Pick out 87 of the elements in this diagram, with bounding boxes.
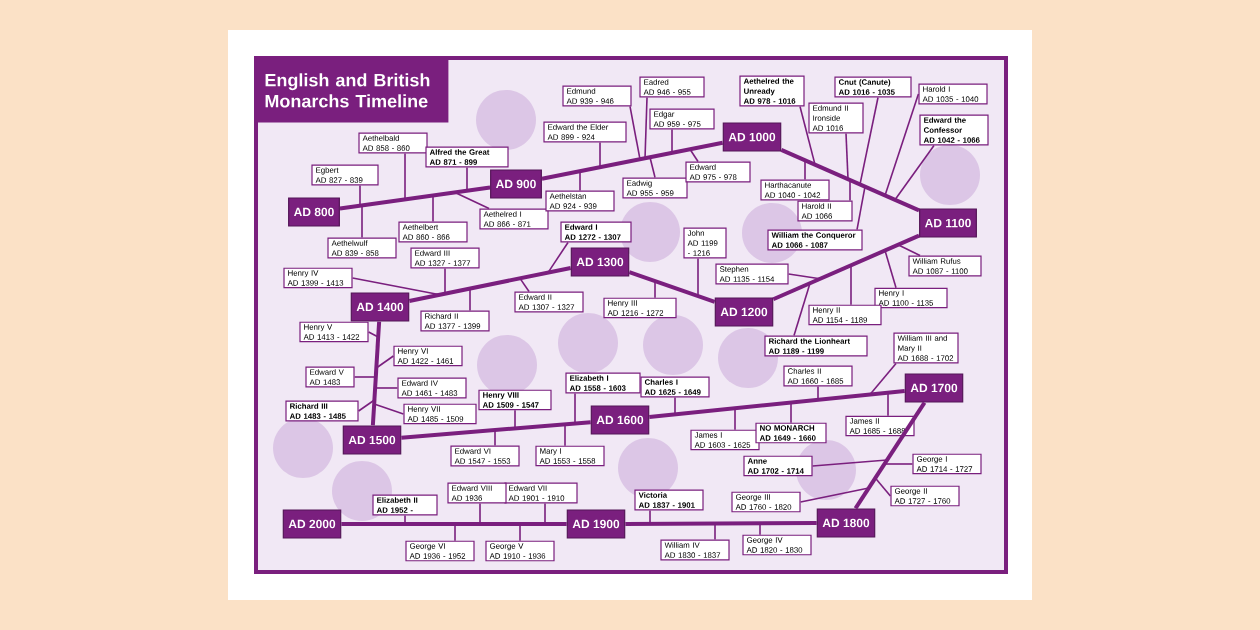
leader-line [361, 204, 363, 239]
timeline-line [628, 270, 716, 304]
leader-line [404, 514, 406, 525]
leader-line [856, 185, 866, 231]
leader-line [649, 156, 656, 179]
leader-line [547, 241, 569, 274]
timeline-line [780, 148, 920, 213]
leader-line [845, 132, 849, 180]
leader-line [432, 194, 434, 223]
leader-line [357, 399, 376, 412]
leader-line [674, 396, 676, 416]
leader-line [579, 170, 581, 192]
leader-line [351, 277, 441, 296]
leader-line [654, 280, 656, 299]
timeline-line [339, 185, 491, 211]
leader-line [897, 244, 921, 257]
leader-line [811, 459, 888, 467]
leader-line [849, 179, 851, 202]
leader-line [519, 277, 530, 293]
leader-line [799, 105, 816, 166]
leader-line [649, 509, 651, 525]
leader-line [894, 144, 935, 201]
leader-line [689, 148, 699, 163]
leader-line [644, 96, 648, 160]
century-label: AD 1500 [342, 425, 402, 455]
century-label: AD 1600 [590, 405, 650, 435]
leader-line [629, 105, 641, 161]
title-box: English and British Monarchs Timeline [256, 58, 449, 123]
leader-line [884, 249, 897, 289]
leader-line [544, 502, 546, 525]
leader-line [514, 409, 516, 430]
leader-line [884, 93, 920, 197]
leader-line [793, 282, 811, 337]
leader-line [353, 376, 377, 378]
leader-line [697, 257, 699, 297]
timeline-line [625, 521, 817, 526]
leader-line [804, 159, 806, 181]
century-label: AD 1700 [904, 373, 964, 403]
leader-line [817, 385, 819, 401]
leader-line [887, 391, 889, 417]
leader-line [671, 128, 673, 154]
leader-line [599, 141, 601, 169]
leader-line [850, 264, 852, 306]
leader-line [454, 523, 456, 542]
century-label: AD 1200 [714, 297, 774, 327]
leader-line [374, 387, 399, 389]
century-label: AD 900 [490, 169, 542, 199]
century-label: AD 1800 [816, 508, 876, 538]
century-label: AD 1900 [566, 509, 626, 539]
leader-line [869, 362, 897, 396]
leader-line [444, 267, 446, 295]
leader-line [373, 403, 405, 415]
century-label: AD 1400 [350, 292, 410, 322]
leader-line [404, 152, 406, 201]
leader-line [734, 407, 736, 431]
timeline-line [541, 140, 724, 181]
leader-line [375, 355, 395, 369]
leader-line [479, 502, 481, 525]
century-label: AD 1100 [919, 208, 977, 238]
leader-line [790, 401, 792, 424]
leader-line [787, 273, 821, 280]
leader-line [454, 191, 490, 210]
leader-line [574, 392, 576, 425]
leader-line [564, 423, 566, 447]
leader-line [466, 166, 468, 192]
leader-line [859, 96, 879, 186]
leader-line [874, 477, 892, 497]
timeline-line [370, 321, 382, 426]
timeline-line [341, 522, 567, 526]
century-label: AD 1000 [722, 122, 782, 152]
timeline-line [649, 389, 905, 419]
leader-line [799, 487, 870, 503]
century-label: AD 800 [288, 197, 340, 227]
timeline-line [772, 233, 920, 302]
timeline-line [853, 401, 927, 510]
leader-line [469, 287, 471, 312]
leader-line [359, 184, 361, 207]
leader-line [759, 522, 761, 536]
leader-line [494, 429, 496, 447]
leader-line [883, 463, 914, 465]
timeline-line [401, 420, 591, 440]
leader-line [519, 523, 521, 542]
leader-line [714, 522, 716, 541]
century-label: AD 2000 [282, 509, 342, 539]
leader-line [367, 331, 379, 338]
century-label: AD 1300 [570, 247, 630, 277]
timeline-line [408, 266, 572, 303]
